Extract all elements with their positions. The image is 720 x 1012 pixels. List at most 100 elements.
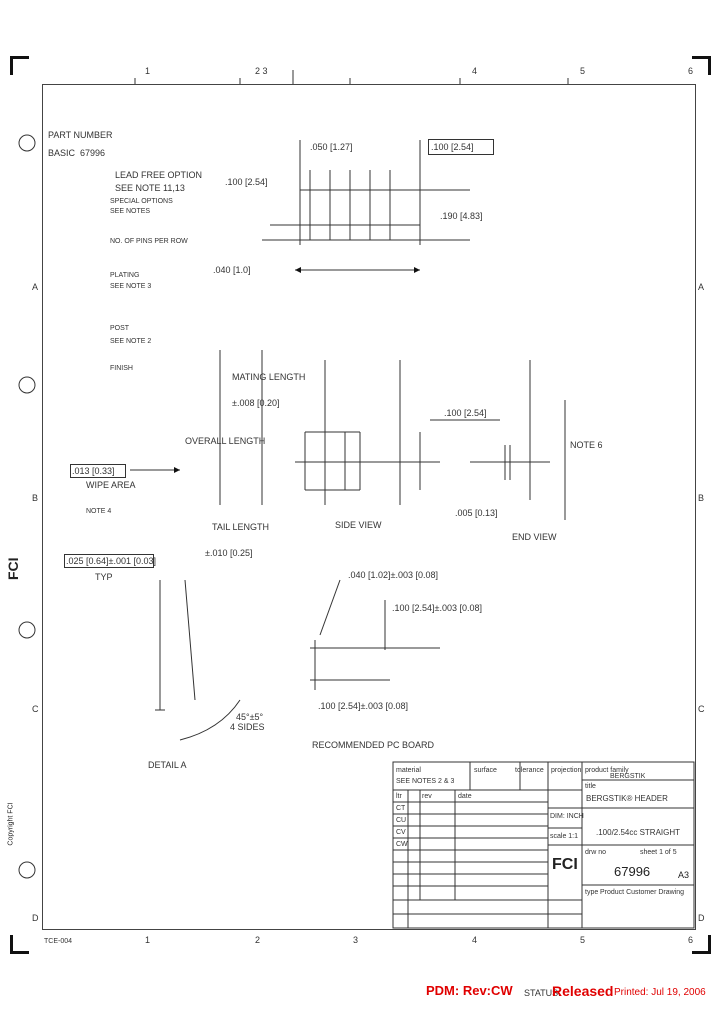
grid-number-top-2: 2 3 [255, 66, 268, 76]
grid-number-top-5: 5 [580, 66, 586, 76]
grid-number-top-6: 6 [688, 66, 694, 76]
rev-row-ct: CT [396, 805, 406, 812]
tb-surface-label: surface [474, 767, 497, 774]
tb-tolerance-label: tolerance [515, 767, 544, 774]
pcb-label: RECOMMENDED PC BOARD [312, 740, 435, 750]
tb-drawing-number: 67996 [614, 864, 651, 879]
end-view-label: END VIEW [512, 532, 557, 542]
basic-value: 67996 [80, 148, 106, 158]
angle-label: 45°±5° [236, 712, 264, 722]
mating-length-tolerance: ±.008 [0.20] [232, 398, 280, 408]
tb-product-family-label: product family [585, 767, 629, 774]
grid-letter-a-left: A [32, 282, 39, 292]
tb-type-value: Product Customer Drawing [600, 889, 685, 896]
grid-number-top-4: 4 [472, 66, 478, 76]
wipe-area-label: WIPE AREA [86, 480, 136, 490]
basic-label: BASIC [48, 148, 76, 158]
tb-logo: FCI [552, 856, 578, 873]
dim-040: .040 [1.0] [213, 265, 251, 275]
rev-header-rev: rev [422, 793, 432, 800]
grid-letter-c-right: C [698, 704, 705, 714]
grid-letter-a-right: A [698, 282, 705, 292]
dim-040-detail: .040 [1.02]±.003 [0.08] [348, 570, 439, 580]
dim-100-detail: .100 [2.54]±.003 [0.08] [392, 603, 483, 613]
post-label: POST [110, 325, 130, 332]
pins-per-row-label: NO. OF PINS PER ROW [110, 238, 188, 245]
footer-status-released: Released [552, 983, 614, 999]
dim-100-box [428, 139, 494, 155]
footer-pdm-revision: PDM: Rev:CW [426, 983, 513, 998]
grid-number-bottom-6: 6 [688, 935, 694, 945]
rev-header-date: date [458, 793, 472, 800]
dim-005: .005 [0.13] [455, 508, 498, 518]
bottom-left-code: TCE-004 [44, 938, 73, 945]
rev-row-cv: CV [396, 829, 406, 836]
detail-label: DETAIL A [148, 760, 187, 770]
grid-number-bottom-1: 1 [145, 935, 151, 945]
four-sides-label: 4 SIDES [230, 722, 265, 732]
see-notes-label: SEE NOTES [110, 208, 151, 215]
note-4-label: NOTE 4 [86, 508, 112, 515]
rev-row-cw: CW [396, 841, 408, 848]
dim-100-left: .100 [2.54] [225, 177, 268, 187]
grid-letter-b-left: B [32, 493, 39, 503]
note-6-label: NOTE 6 [570, 440, 603, 450]
grid-number-bottom-5: 5 [580, 935, 586, 945]
overall-length-label: OVERALL LENGTH [185, 436, 266, 446]
side-logo: FCI [5, 557, 21, 580]
footer-printed-date: Printed: Jul 19, 2006 [614, 987, 706, 998]
tb-dim-inch: DIM: INCH [550, 813, 584, 820]
tb-material-label: material [396, 767, 421, 774]
see-note-2-label: SEE NOTE 2 [110, 338, 152, 345]
dim-050: .050 [1.27] [310, 142, 353, 152]
tb-type-label: type [585, 889, 599, 896]
corner-mark-bottom-right [692, 935, 711, 954]
grid-number-bottom-2: 2 [255, 935, 261, 945]
special-options-label: SPECIAL OPTIONS [110, 198, 173, 205]
tb-sheet: sheet 1 of 5 [640, 849, 677, 856]
rev-row-cu: CU [396, 817, 407, 824]
finish-label: FINISH [110, 365, 133, 372]
dim-013: .013 [0.33] [72, 466, 115, 476]
grid-letter-d-right: D [698, 913, 705, 923]
dim-025: .025 [0.64]±.001 [0.03] [66, 556, 157, 566]
tb-drawing-number-label: drw no [585, 849, 607, 856]
tb-projection-label: projection [551, 767, 582, 774]
dim-100-basic: .100 [2.54] [431, 142, 474, 152]
side-view-label: SIDE VIEW [335, 520, 382, 530]
see-note-11-13: SEE NOTE 11,13 [115, 183, 185, 193]
typ-label: TYP [95, 572, 113, 582]
copyright-text: Copyright FCI [7, 802, 15, 846]
corner-mark-top-right [692, 56, 711, 75]
tail-length-tolerance: ±.010 [0.25] [205, 548, 253, 558]
grid-letter-b-right: B [698, 493, 705, 503]
tb-size: A3 [678, 870, 690, 880]
lead-free-option: LEAD FREE OPTION [115, 170, 203, 180]
dim-013-box [70, 464, 126, 478]
part-number-label: PART NUMBER [48, 130, 113, 140]
see-note-3-label: SEE NOTE 3 [110, 283, 152, 290]
mating-length-label: MATING LENGTH [232, 372, 306, 382]
dim-100-pcb: .100 [2.54]±.003 [0.08] [318, 701, 409, 711]
footer-status-label: STATUS: [524, 988, 561, 998]
tb-material-value: SEE NOTES 2 & 3 [396, 778, 455, 785]
drawing-border [42, 84, 696, 930]
grid-number-top-1: 1 [145, 66, 151, 76]
tb-product-family-value: BERGSTIK [610, 773, 646, 780]
dim-025-box [64, 554, 154, 568]
tb-title-label: title [585, 783, 596, 790]
tb-scale: scale 1:1 [550, 833, 579, 840]
tail-length-label: TAIL LENGTH [212, 522, 270, 532]
tb-title-value-2: .100/2.54cc STRAIGHT [596, 828, 681, 837]
tb-title-value-1: BERGSTIK® HEADER [586, 794, 668, 803]
dim-100-end: .100 [2.54] [444, 408, 487, 418]
rev-header-ltr: ltr [396, 793, 402, 800]
grid-letter-d-left: D [32, 913, 39, 923]
corner-mark-top-left [10, 56, 29, 75]
corner-mark-bottom-left [10, 935, 29, 954]
plating-label: PLATING [110, 272, 140, 279]
dim-190: .190 [4.83] [440, 211, 483, 221]
grid-number-bottom-4: 4 [472, 935, 478, 945]
grid-number-bottom-3: 3 [353, 935, 359, 945]
